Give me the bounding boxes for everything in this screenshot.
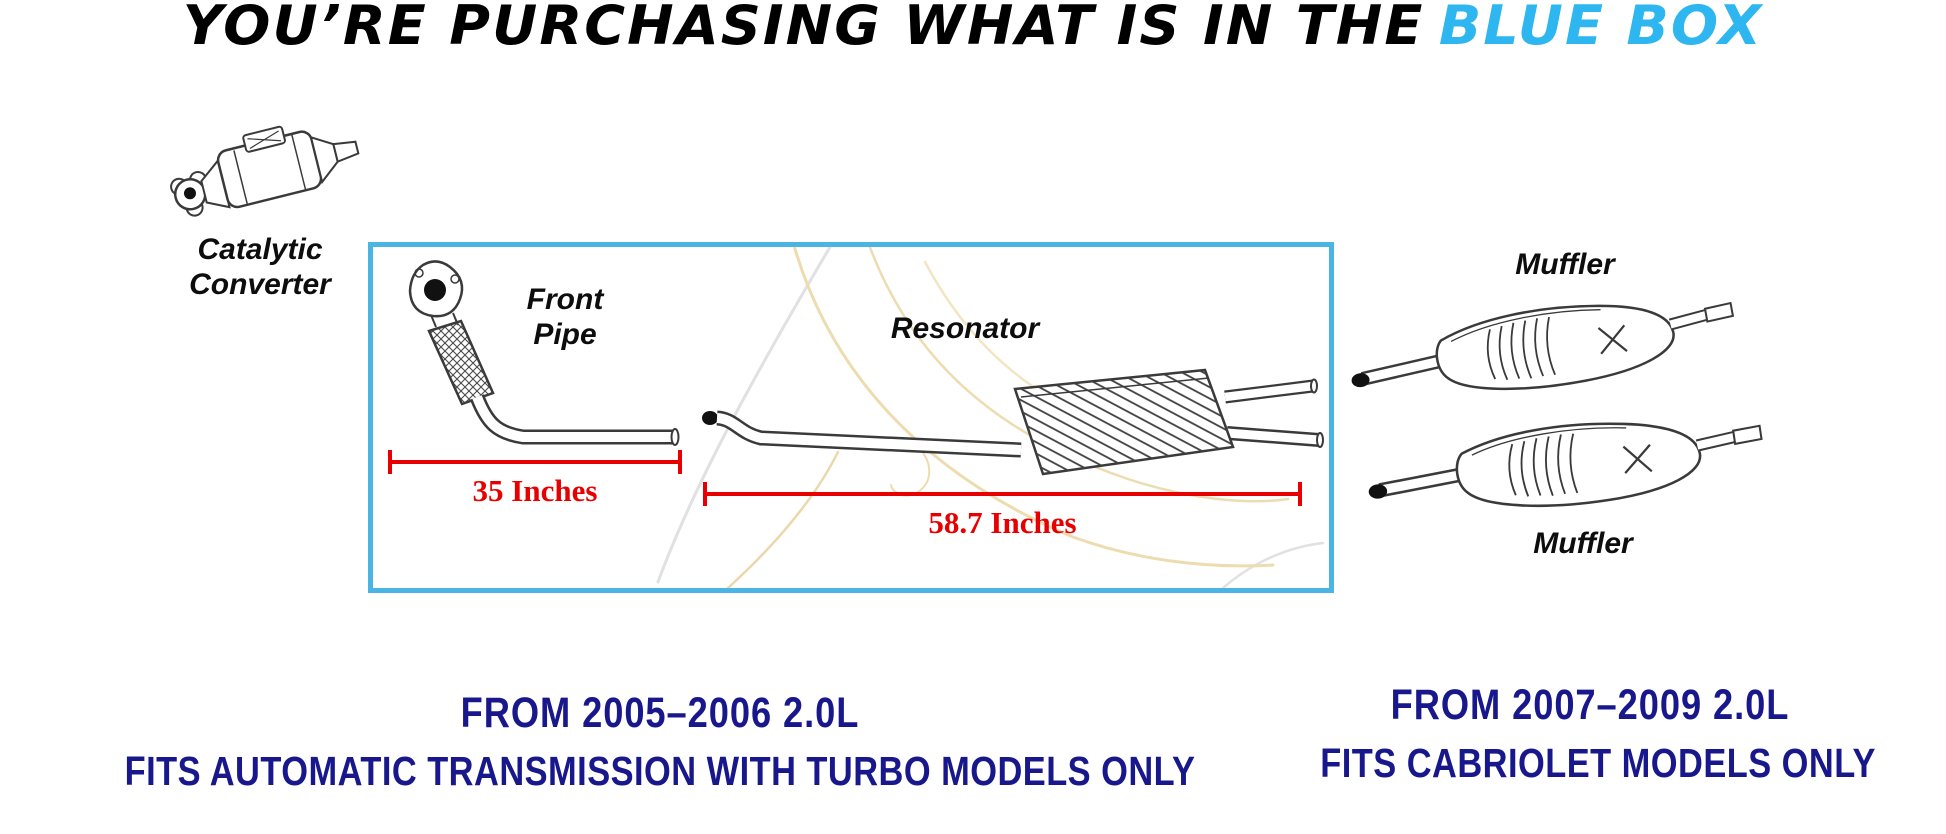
resonator-dimension: 58.7 Inches xyxy=(703,482,1302,541)
front-pipe-drawing xyxy=(408,260,680,446)
fitment-note-right: FROM 2007–2009 2.0L FITS CABRIOLET MODEL… xyxy=(1300,681,1880,786)
resonator-dimension-line xyxy=(703,482,1302,506)
fitment-left-models: FITS AUTOMATIC TRANSMISSION WITH TURBO M… xyxy=(124,748,1196,794)
resonator-drawing xyxy=(702,368,1324,476)
blue-box xyxy=(368,242,1334,593)
front-pipe-dimension: 35 Inches xyxy=(388,450,682,509)
fitment-right-models: FITS CABRIOLET MODELS ONLY xyxy=(1320,740,1876,786)
muffler-top-drawing xyxy=(1351,301,1735,391)
header-highlight-text: BLUE BOX xyxy=(1438,0,1764,57)
muffler-bottom-drawing xyxy=(1368,422,1763,508)
resonator-dimension-label: 58.7 Inches xyxy=(928,505,1077,540)
catalytic-converter-drawing xyxy=(170,125,360,217)
front-pipe-dimension-line xyxy=(388,450,682,474)
fitment-right-years: FROM 2007–2009 2.0L xyxy=(1390,681,1790,730)
resonator-label: Resonator xyxy=(890,312,1040,345)
catalytic-converter-label: Catalytic Converter xyxy=(189,233,331,301)
exhaust-pipe-resonator-drawing xyxy=(408,247,1325,588)
fitment-note-left: FROM 2005–2006 2.0L FITS AUTOMATIC TRANS… xyxy=(60,689,1260,794)
front-pipe-dimension-label: 35 Inches xyxy=(472,473,598,508)
fitment-left-years: FROM 2005–2006 2.0L xyxy=(460,689,860,738)
muffler-bottom-label: Muffler xyxy=(1533,527,1633,560)
header-text: YOU’RE PURCHASING WHAT IS IN THE xyxy=(182,0,1425,57)
muffler-top-label: Muffler xyxy=(1515,248,1615,281)
front-pipe-label: Front Pipe xyxy=(526,283,604,351)
